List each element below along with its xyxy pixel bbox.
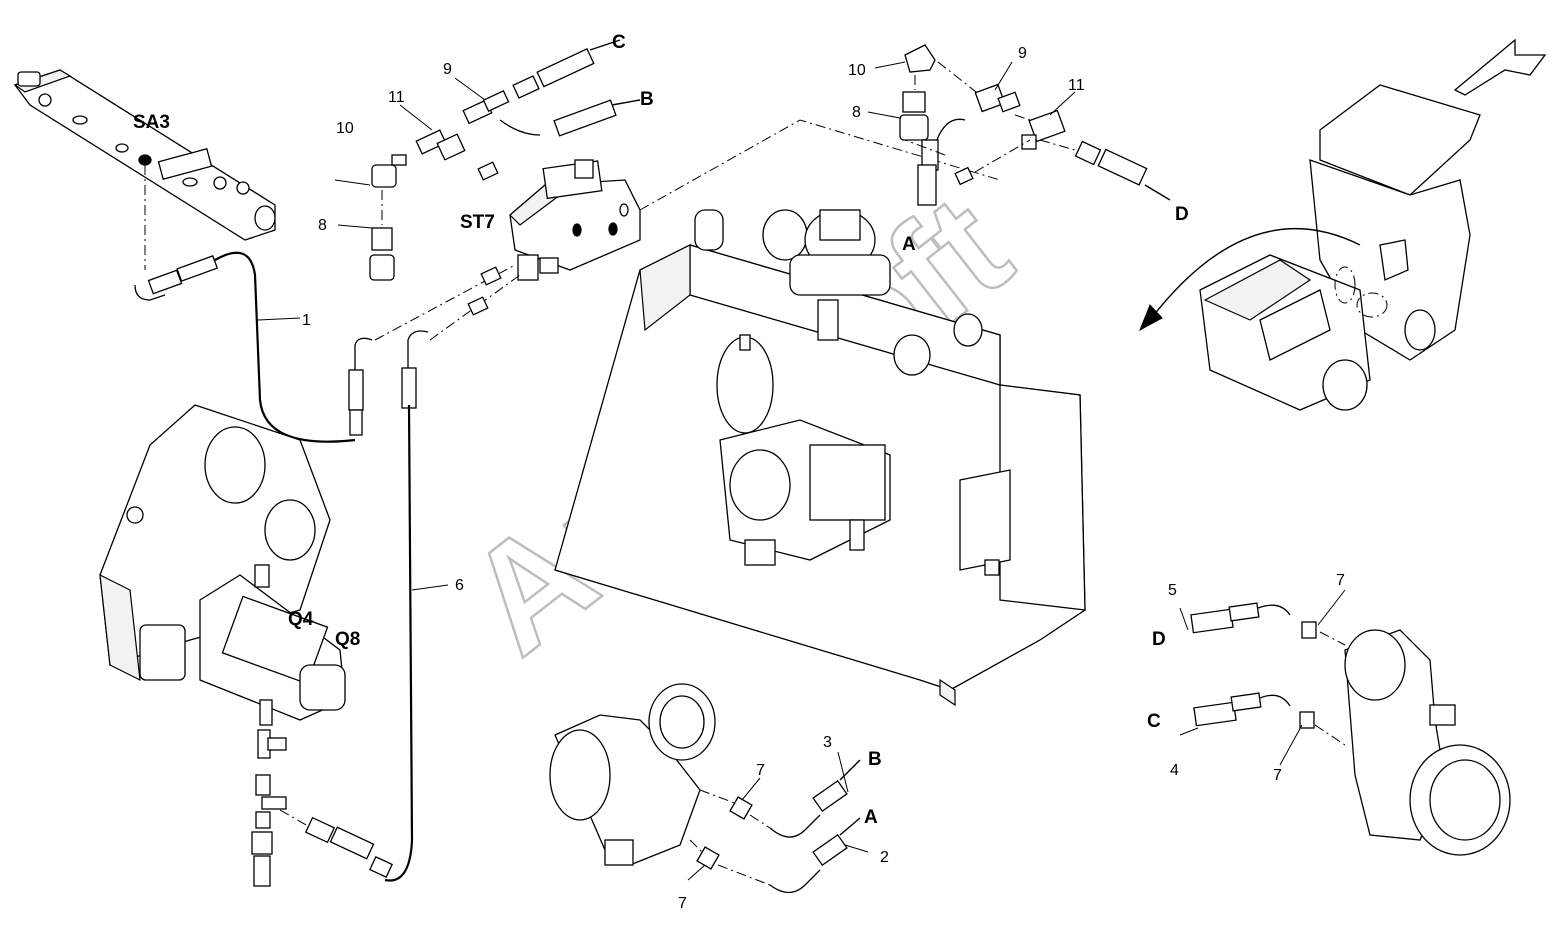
hose-6 — [348, 330, 429, 882]
callout-8-right: 8 — [852, 104, 861, 121]
label-q8: Q8 — [335, 629, 360, 650]
callout-7-right-bottom: 7 — [1273, 767, 1282, 784]
callout-4: 4 — [1170, 762, 1179, 779]
hydraulic-tank — [554, 209, 1086, 707]
callout-7-right-top: 7 — [1336, 572, 1345, 589]
callout-2: 2 — [880, 849, 889, 866]
pump-assembly — [99, 404, 346, 887]
callout-9-left: 9 — [443, 61, 452, 78]
letter-d-right: D — [1152, 629, 1166, 650]
letter-c-right: C — [1147, 711, 1161, 732]
callout-7-bottom-top: 7 — [756, 762, 765, 779]
callout-11-left: 11 — [388, 89, 405, 106]
callout-6: 6 — [455, 577, 464, 594]
label-sa3: SA3 — [133, 112, 170, 133]
right-top-fittings — [899, 44, 1171, 206]
hose-1 — [134, 251, 356, 443]
right-track-motor — [1344, 629, 1511, 856]
st7-fittings — [467, 161, 502, 316]
hose-to-pump — [279, 809, 393, 879]
label-st7: ST7 — [460, 212, 495, 233]
left-track-hoses — [689, 759, 861, 894]
letter-c-top: C — [612, 32, 626, 53]
letter-a-bottom: A — [864, 807, 878, 828]
paver-machine — [1139, 38, 1547, 411]
callout-9-right: 9 — [1018, 45, 1027, 62]
callout-7-bottom: 7 — [678, 895, 687, 912]
callout-11-right: 11 — [1068, 77, 1085, 94]
label-q4: Q4 — [288, 609, 314, 630]
letter-b-top: B — [640, 89, 654, 110]
callout-10-right: 10 — [848, 62, 866, 79]
callout-3: 3 — [823, 734, 832, 751]
left-top-fittings — [369, 39, 641, 281]
letter-d-top: D — [1175, 204, 1189, 225]
leader-lines — [257, 61, 1346, 881]
st7-centerline-2 — [374, 264, 516, 341]
st7-valve-block — [509, 159, 641, 281]
sa3-manifold — [13, 69, 276, 241]
callout-1: 1 — [302, 312, 311, 329]
callout-5: 5 — [1168, 582, 1177, 599]
callout-8-left: 8 — [318, 217, 327, 234]
left-track-motor — [549, 683, 716, 866]
letter-a-top: A — [902, 234, 916, 255]
letter-b-bottom: B — [868, 749, 882, 770]
callout-10-left: 10 — [336, 120, 354, 137]
right-track-hoses — [1190, 602, 1346, 746]
